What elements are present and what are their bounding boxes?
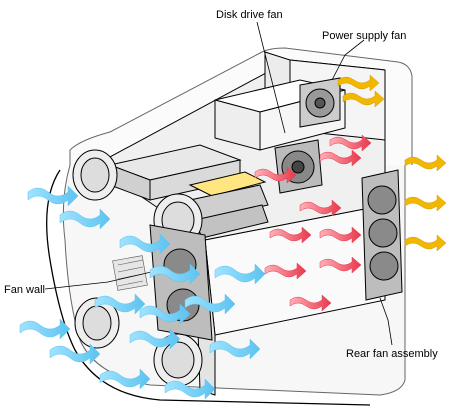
leader-lines (44, 21, 393, 346)
front-grille (112, 255, 148, 291)
heated-airflow-arrows (254, 134, 372, 312)
disk-drive-fan-unit (274, 139, 323, 194)
disk-drives (108, 144, 269, 239)
power-supply-fan-label: Power supply fan (322, 30, 407, 42)
intake-airflow-arrows (19, 185, 266, 400)
rear-fan-assembly-label: Rear fan assembly (346, 348, 438, 360)
power-supply-fan-unit (299, 77, 341, 128)
exhaust-airflow-arrows (337, 74, 447, 252)
disk-drive-fan-label: Disk drive fan (216, 9, 283, 21)
fan-wall-label: Fan wall (4, 284, 45, 296)
front-bezel-openings (72, 149, 203, 387)
rear-fan-assembly-unit (361, 169, 403, 301)
